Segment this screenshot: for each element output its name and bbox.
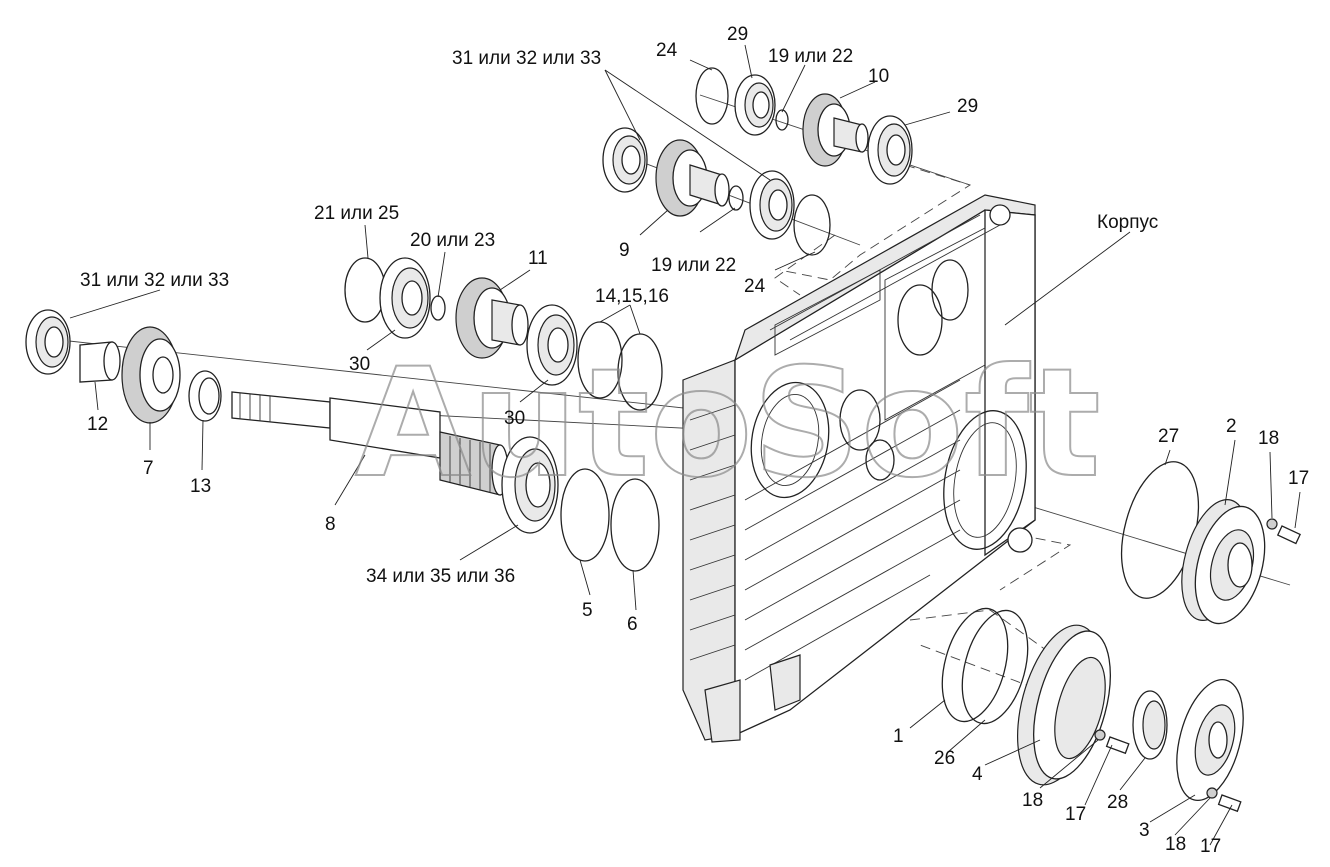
label-20: 20 или 23 — [410, 230, 495, 251]
bearing-31-left — [25, 309, 71, 375]
watermark-logo: AutoSoft — [355, 337, 1101, 511]
label-7: 7 — [143, 458, 154, 479]
label-9: 9 — [619, 240, 630, 261]
shaft-8 — [231, 391, 509, 496]
label-13: 13 — [190, 476, 211, 497]
label-30-upper: 30 — [349, 354, 370, 375]
cover-4 — [1017, 624, 1111, 786]
label-6: 6 — [627, 614, 638, 635]
label-8: 8 — [325, 514, 336, 535]
label-24-top: 24 — [656, 40, 678, 61]
cover-2 — [1181, 499, 1266, 625]
label-18-lower: 18 — [1022, 790, 1043, 811]
bearing-34 — [501, 436, 559, 534]
label-17-bottom: 17 — [1200, 836, 1221, 857]
sleeve-12 — [79, 341, 121, 383]
label-27: 27 — [1158, 426, 1179, 447]
bearing-30-lower — [526, 304, 578, 386]
label-2: 2 — [1226, 416, 1237, 437]
label-19-lower: 19 или 22 — [651, 255, 736, 276]
rings-5-6 — [560, 468, 660, 572]
gear-11 — [455, 277, 529, 359]
ring-24-lower — [793, 194, 831, 256]
label-3: 3 — [1139, 820, 1150, 841]
bearing-top-mid — [749, 170, 795, 240]
gear-10 — [802, 93, 869, 167]
gear-9 — [655, 139, 730, 217]
label-31-top: 31 или 32 или 33 — [452, 48, 601, 69]
ring-20 — [430, 295, 446, 321]
seal-28 — [1132, 690, 1168, 760]
leader-lines — [69, 44, 1301, 846]
label-5: 5 — [582, 600, 593, 621]
label-14-15-16: 14,15,16 — [595, 286, 669, 307]
bearing-31-top — [602, 127, 648, 193]
label-30-lower: 30 — [504, 408, 525, 429]
label-34: 34 или 35 или 36 — [366, 566, 515, 587]
bearing-29-left — [734, 74, 776, 136]
ring-19-lower — [728, 185, 744, 211]
bolt-set-upper — [1266, 518, 1301, 545]
spacer-13 — [188, 370, 222, 422]
label-18-bottom: 18 — [1165, 834, 1186, 855]
label-19-top: 19 или 22 — [768, 46, 853, 67]
bearing-30-upper — [379, 257, 431, 339]
label-28: 28 — [1107, 792, 1128, 813]
gasket-1-26 — [941, 607, 1029, 725]
label-29-top: 29 — [727, 24, 748, 45]
bearing-29-right — [867, 115, 913, 185]
ring-21 — [344, 257, 386, 323]
gear-7 — [121, 326, 181, 424]
label-29-right: 29 — [957, 96, 978, 117]
label-18-upper: 18 — [1258, 428, 1279, 449]
label-31-left: 31 или 32 или 33 — [80, 270, 229, 291]
cover-3 — [1176, 678, 1244, 802]
label-26: 26 — [934, 748, 955, 769]
label-11: 11 — [528, 248, 548, 269]
label-24-lower: 24 — [744, 276, 766, 297]
ring-19-upper — [775, 109, 789, 131]
label-10: 10 — [868, 66, 889, 87]
part-labels: 31 или 32 или 33 24 29 19 или 22 10 29 К… — [80, 24, 1309, 857]
label-1: 1 — [893, 726, 904, 747]
bolt-set-lower — [1094, 729, 1242, 813]
label-17-upper: 17 — [1288, 468, 1309, 489]
label-housing: Корпус — [1097, 212, 1158, 233]
label-12: 12 — [87, 414, 108, 435]
label-21: 21 или 25 — [314, 203, 399, 224]
ring-24-upper — [695, 67, 729, 125]
label-17-lower: 17 — [1065, 804, 1086, 825]
gearbox-housing — [682, 194, 1036, 743]
label-4: 4 — [972, 764, 983, 785]
